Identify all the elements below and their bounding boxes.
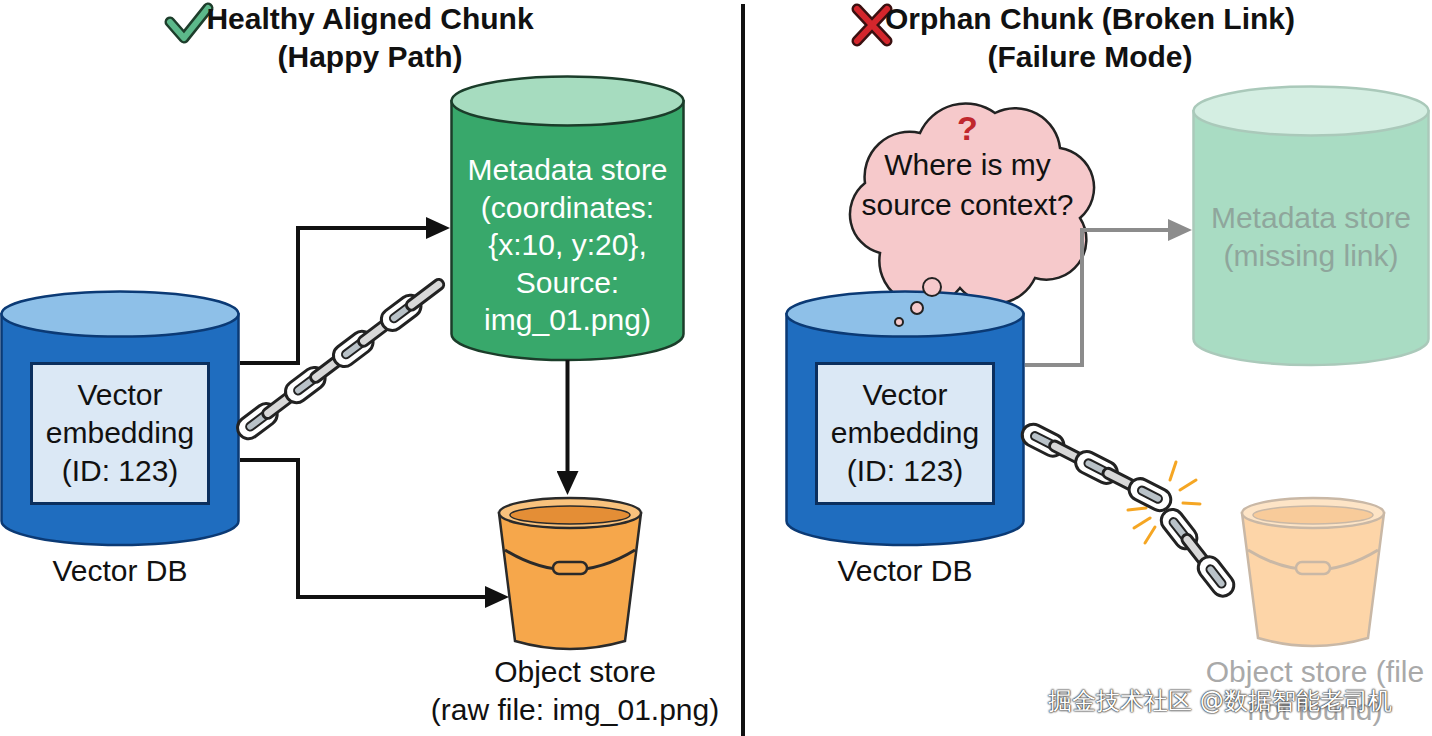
store-text: Metadata store (coordinates: {x:10, y:20…	[455, 151, 680, 339]
break-sparks	[1128, 462, 1200, 543]
node-label: Vector DB	[785, 552, 1025, 590]
node-label: Object store (file not found)	[1205, 653, 1425, 729]
embedding-box: Vector embedding (ID: 123)	[30, 362, 210, 505]
faded-object-bucket-outline	[1238, 495, 1388, 647]
thought-trail	[895, 278, 941, 326]
flow-arrow	[566, 360, 570, 485]
check-mark	[170, 8, 208, 38]
thought-bubble: ?Where is my source context?	[835, 88, 1100, 303]
question-mark: ?	[835, 108, 1100, 148]
flow-arrow	[240, 228, 440, 363]
chain-links	[1157, 505, 1238, 600]
database-cylinder: Vector DBVector embedding (ID: 123)	[0, 290, 240, 545]
bubble-text: Where is my source context?	[855, 145, 1080, 225]
panel-divider	[741, 4, 745, 736]
chain-links	[233, 273, 449, 443]
metadata-cylinder: Metadata store (coordinates: {x:10, y:20…	[450, 75, 685, 360]
object-bucket: Object store (raw file: img_01.png)	[495, 495, 645, 650]
node-label: Object store (raw file: img_01.png)	[431, 655, 719, 726]
box-text: Vector embedding (ID: 123)	[30, 376, 210, 490]
faded-object-bucket: Object store (file not found)	[1238, 495, 1388, 647]
panel-title: Orphan Chunk (Broken Link) (Failure Mode…	[875, 0, 1305, 76]
cross-mark	[857, 9, 887, 41]
label-wrap: Object store (raw file: img_01.png)	[425, 653, 725, 729]
node-label: Vector DB	[0, 552, 240, 590]
database-cylinder: Vector DBVector embedding (ID: 123)	[785, 290, 1025, 545]
flow-arrow	[240, 460, 499, 597]
flow-arrow	[1025, 230, 1182, 365]
faded-metadata-cylinder: Metadata store (missing link)	[1192, 85, 1430, 365]
object-bucket-outline	[495, 495, 645, 650]
box-text: Vector embedding (ID: 123)	[815, 376, 995, 490]
panel-title: Healthy Aligned Chunk (Happy Path)	[190, 0, 550, 76]
store-text: Metadata store (missing link)	[1197, 199, 1425, 274]
embedding-box: Vector embedding (ID: 123)	[815, 362, 995, 505]
chain-links	[1018, 420, 1174, 514]
